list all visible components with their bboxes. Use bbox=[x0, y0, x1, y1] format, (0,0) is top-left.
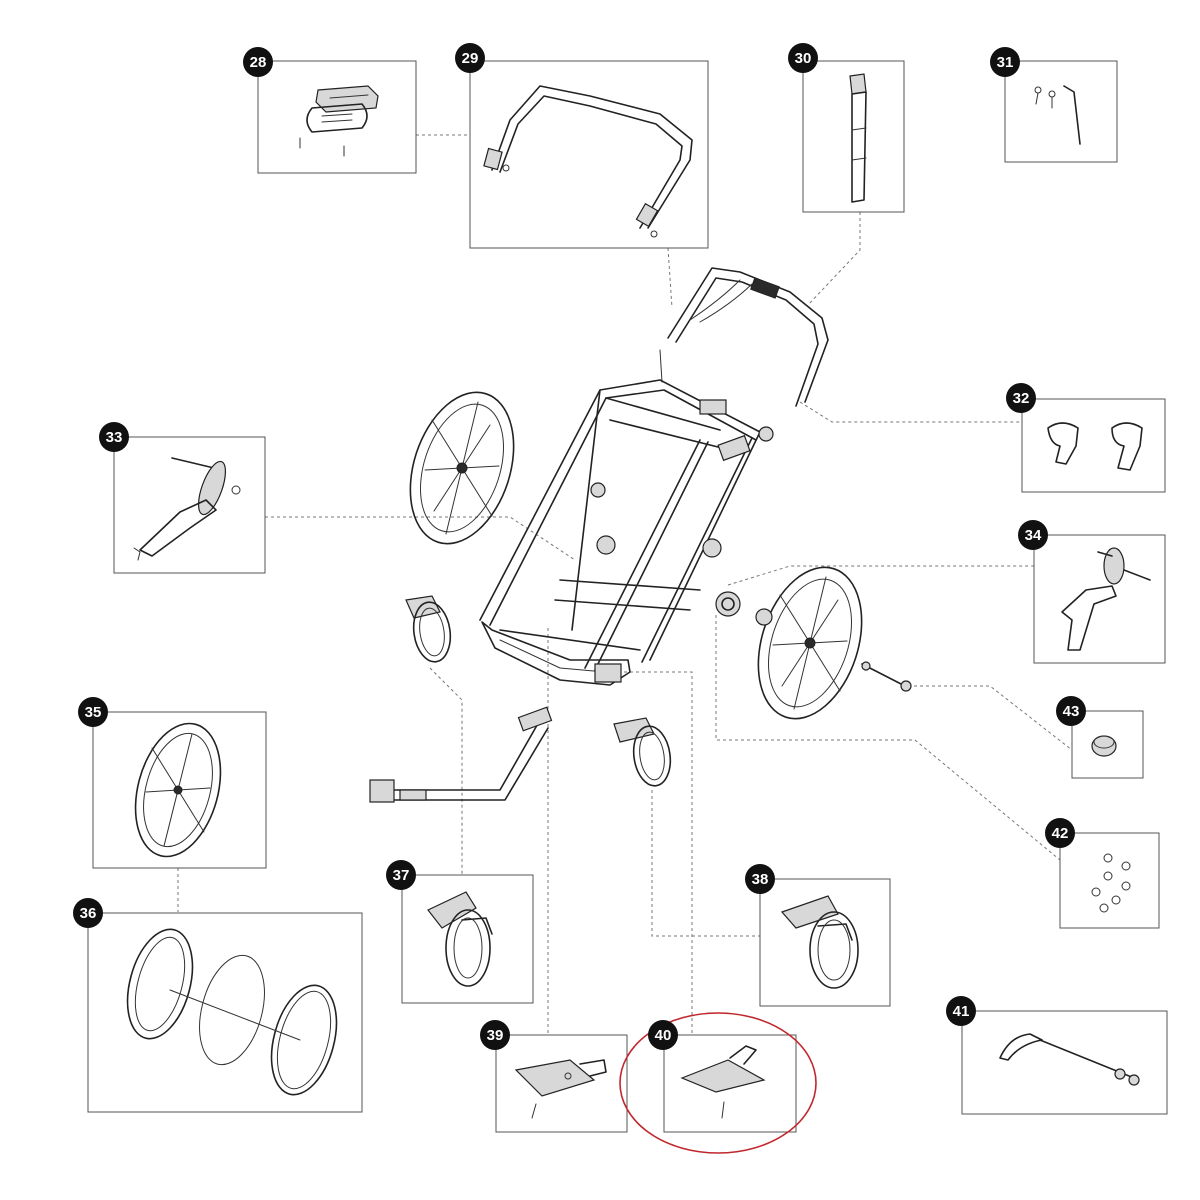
part-box-33 bbox=[113, 436, 266, 574]
leader-33 bbox=[265, 516, 576, 561]
callout-number: 33 bbox=[106, 429, 123, 446]
tire-tube-rim-icon bbox=[126, 928, 338, 1096]
leader-38 bbox=[651, 790, 760, 937]
callout-badge-37: 37 bbox=[386, 860, 416, 890]
leader-42 bbox=[715, 615, 1061, 861]
stroller-frame-assembly bbox=[409, 267, 912, 720]
callout-badge-35: 35 bbox=[78, 697, 108, 727]
part-box-28 bbox=[257, 60, 417, 174]
leader-40 bbox=[612, 671, 693, 1035]
part-box-31 bbox=[1004, 60, 1118, 163]
callout-number: 39 bbox=[487, 1027, 504, 1044]
callout-number: 30 bbox=[795, 50, 812, 67]
leader-lines bbox=[177, 134, 1073, 1035]
part-box-42 bbox=[1059, 832, 1160, 929]
callout-badge-33: 33 bbox=[99, 422, 129, 452]
callout-badge-34: 34 bbox=[1018, 520, 1048, 550]
callout-number: 34 bbox=[1025, 527, 1042, 544]
callout-number: 43 bbox=[1063, 703, 1080, 720]
floating-stroller-wheel-right bbox=[613, 717, 672, 787]
left-wheel-mount-icon bbox=[133, 457, 241, 561]
right-wheel-adapter-icon bbox=[680, 1045, 766, 1119]
floating-stroller-wheel-left bbox=[405, 595, 452, 663]
callout-badge-32: 32 bbox=[1006, 383, 1036, 413]
callout-badge-38: 38 bbox=[745, 864, 775, 894]
callout-badge-42: 42 bbox=[1045, 818, 1075, 848]
part-boxes bbox=[87, 60, 1168, 1133]
callout-number: 42 bbox=[1052, 825, 1069, 842]
leader-37 bbox=[429, 667, 463, 875]
callout-number: 41 bbox=[953, 1003, 970, 1020]
callout-number: 32 bbox=[1013, 390, 1030, 407]
quick-release-skewer-icon bbox=[999, 1033, 1140, 1086]
right-stroller-wheel-icon bbox=[780, 895, 859, 989]
callout-badge-36: 36 bbox=[73, 898, 103, 928]
callout-badge-30: 30 bbox=[788, 43, 818, 73]
left-wheel-adapter-icon bbox=[514, 1059, 607, 1119]
handlebar-clips-icon bbox=[1047, 422, 1143, 471]
callout-badge-39: 39 bbox=[480, 1020, 510, 1050]
tow-arm bbox=[369, 706, 553, 803]
callout-number: 29 bbox=[462, 50, 479, 67]
left-stroller-wheel-icon bbox=[427, 891, 493, 987]
screws-and-hex-key-icon bbox=[1034, 85, 1081, 145]
callout-number: 38 bbox=[752, 871, 769, 888]
leader-29 bbox=[667, 247, 673, 309]
part-box-34 bbox=[1033, 534, 1166, 664]
leader-32 bbox=[799, 401, 1022, 423]
callout-number: 35 bbox=[85, 704, 102, 721]
callout-number: 37 bbox=[393, 867, 410, 884]
leader-30 bbox=[807, 212, 861, 306]
callout-badge-31: 31 bbox=[990, 47, 1020, 77]
callout-number: 31 bbox=[997, 54, 1014, 71]
part-box-32 bbox=[1021, 398, 1166, 493]
right-wheel-mount-icon bbox=[1061, 547, 1151, 651]
part-box-36 bbox=[87, 912, 363, 1113]
highlight-ellipse bbox=[619, 1012, 817, 1154]
bolt-set-icon bbox=[1091, 853, 1131, 913]
rear-wheel-icon bbox=[134, 722, 222, 858]
callout-badge-41: 41 bbox=[946, 996, 976, 1026]
leader-34 bbox=[727, 565, 1034, 586]
callout-number: 28 bbox=[250, 54, 267, 71]
part-box-29 bbox=[469, 60, 709, 249]
leader-43 bbox=[908, 685, 1073, 751]
handlebar-frame-icon bbox=[483, 85, 693, 238]
wrist-strap-icon bbox=[849, 73, 867, 203]
part-box-41 bbox=[961, 1010, 1168, 1115]
callout-badge-28: 28 bbox=[243, 47, 273, 77]
callout-badges: 28 29 30 31 32 33 34 35 bbox=[73, 43, 1086, 1050]
callout-badge-29: 29 bbox=[455, 43, 485, 73]
callout-badge-43: 43 bbox=[1056, 696, 1086, 726]
callout-number: 40 bbox=[655, 1027, 672, 1044]
handlebar-grip-icon bbox=[299, 85, 379, 157]
callout-badge-40: 40 bbox=[648, 1020, 678, 1050]
callout-number: 36 bbox=[80, 905, 97, 922]
axle-cap-icon bbox=[1091, 735, 1117, 757]
